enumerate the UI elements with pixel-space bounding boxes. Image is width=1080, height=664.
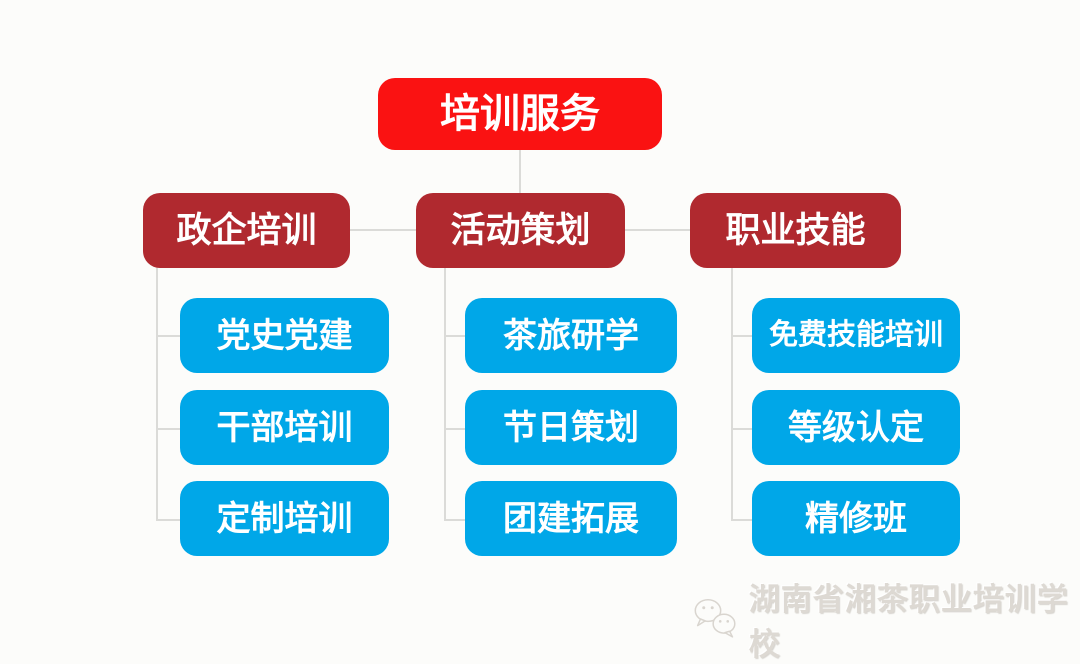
node-leaf-2-0: 免费技能培训 — [752, 298, 960, 373]
watermark: 湖南省湘茶职业培训学校 — [692, 574, 1080, 664]
watermark-text: 湖南省湘茶职业培训学校 — [748, 582, 1069, 662]
node-leaf-0-0: 党史党建 — [180, 298, 389, 373]
connector-stub-0-2 — [156, 519, 180, 521]
wechat-icon — [694, 598, 736, 638]
connector-stub-2-2 — [731, 519, 752, 521]
connector-stub-1-2 — [444, 519, 465, 521]
node-branch-0: 政企培训 — [143, 193, 350, 268]
connector-stub-2-1 — [731, 428, 752, 430]
connector-stub-1-0 — [444, 335, 465, 337]
connector-root-vertical — [519, 150, 521, 193]
node-leaf-1-2: 团建拓展 — [465, 481, 677, 556]
connector-stub-2-0 — [731, 335, 752, 337]
connector-trunk-1 — [444, 268, 446, 520]
connector-trunk-0 — [156, 268, 158, 520]
connector-stub-0-0 — [156, 335, 180, 337]
connector-branch-0-1 — [350, 229, 416, 231]
node-leaf-0-2: 定制培训 — [180, 481, 389, 556]
node-leaf-2-2: 精修班 — [752, 481, 960, 556]
connector-stub-1-1 — [444, 428, 465, 430]
node-leaf-2-1: 等级认定 — [752, 390, 960, 465]
node-branch-1: 活动策划 — [416, 193, 625, 268]
connector-trunk-2 — [731, 268, 733, 520]
node-leaf-1-1: 节日策划 — [465, 390, 677, 465]
org-chart: 培训服务 政企培训 活动策划 职业技能 党史党建 干部培训 定制培训 茶旅研学 … — [143, 78, 1068, 662]
connector-stub-0-1 — [156, 428, 180, 430]
node-branch-2: 职业技能 — [690, 193, 901, 268]
node-root: 培训服务 — [378, 78, 662, 150]
node-leaf-1-0: 茶旅研学 — [465, 298, 677, 373]
node-leaf-0-1: 干部培训 — [180, 390, 389, 465]
connector-branch-1-2 — [625, 229, 690, 231]
